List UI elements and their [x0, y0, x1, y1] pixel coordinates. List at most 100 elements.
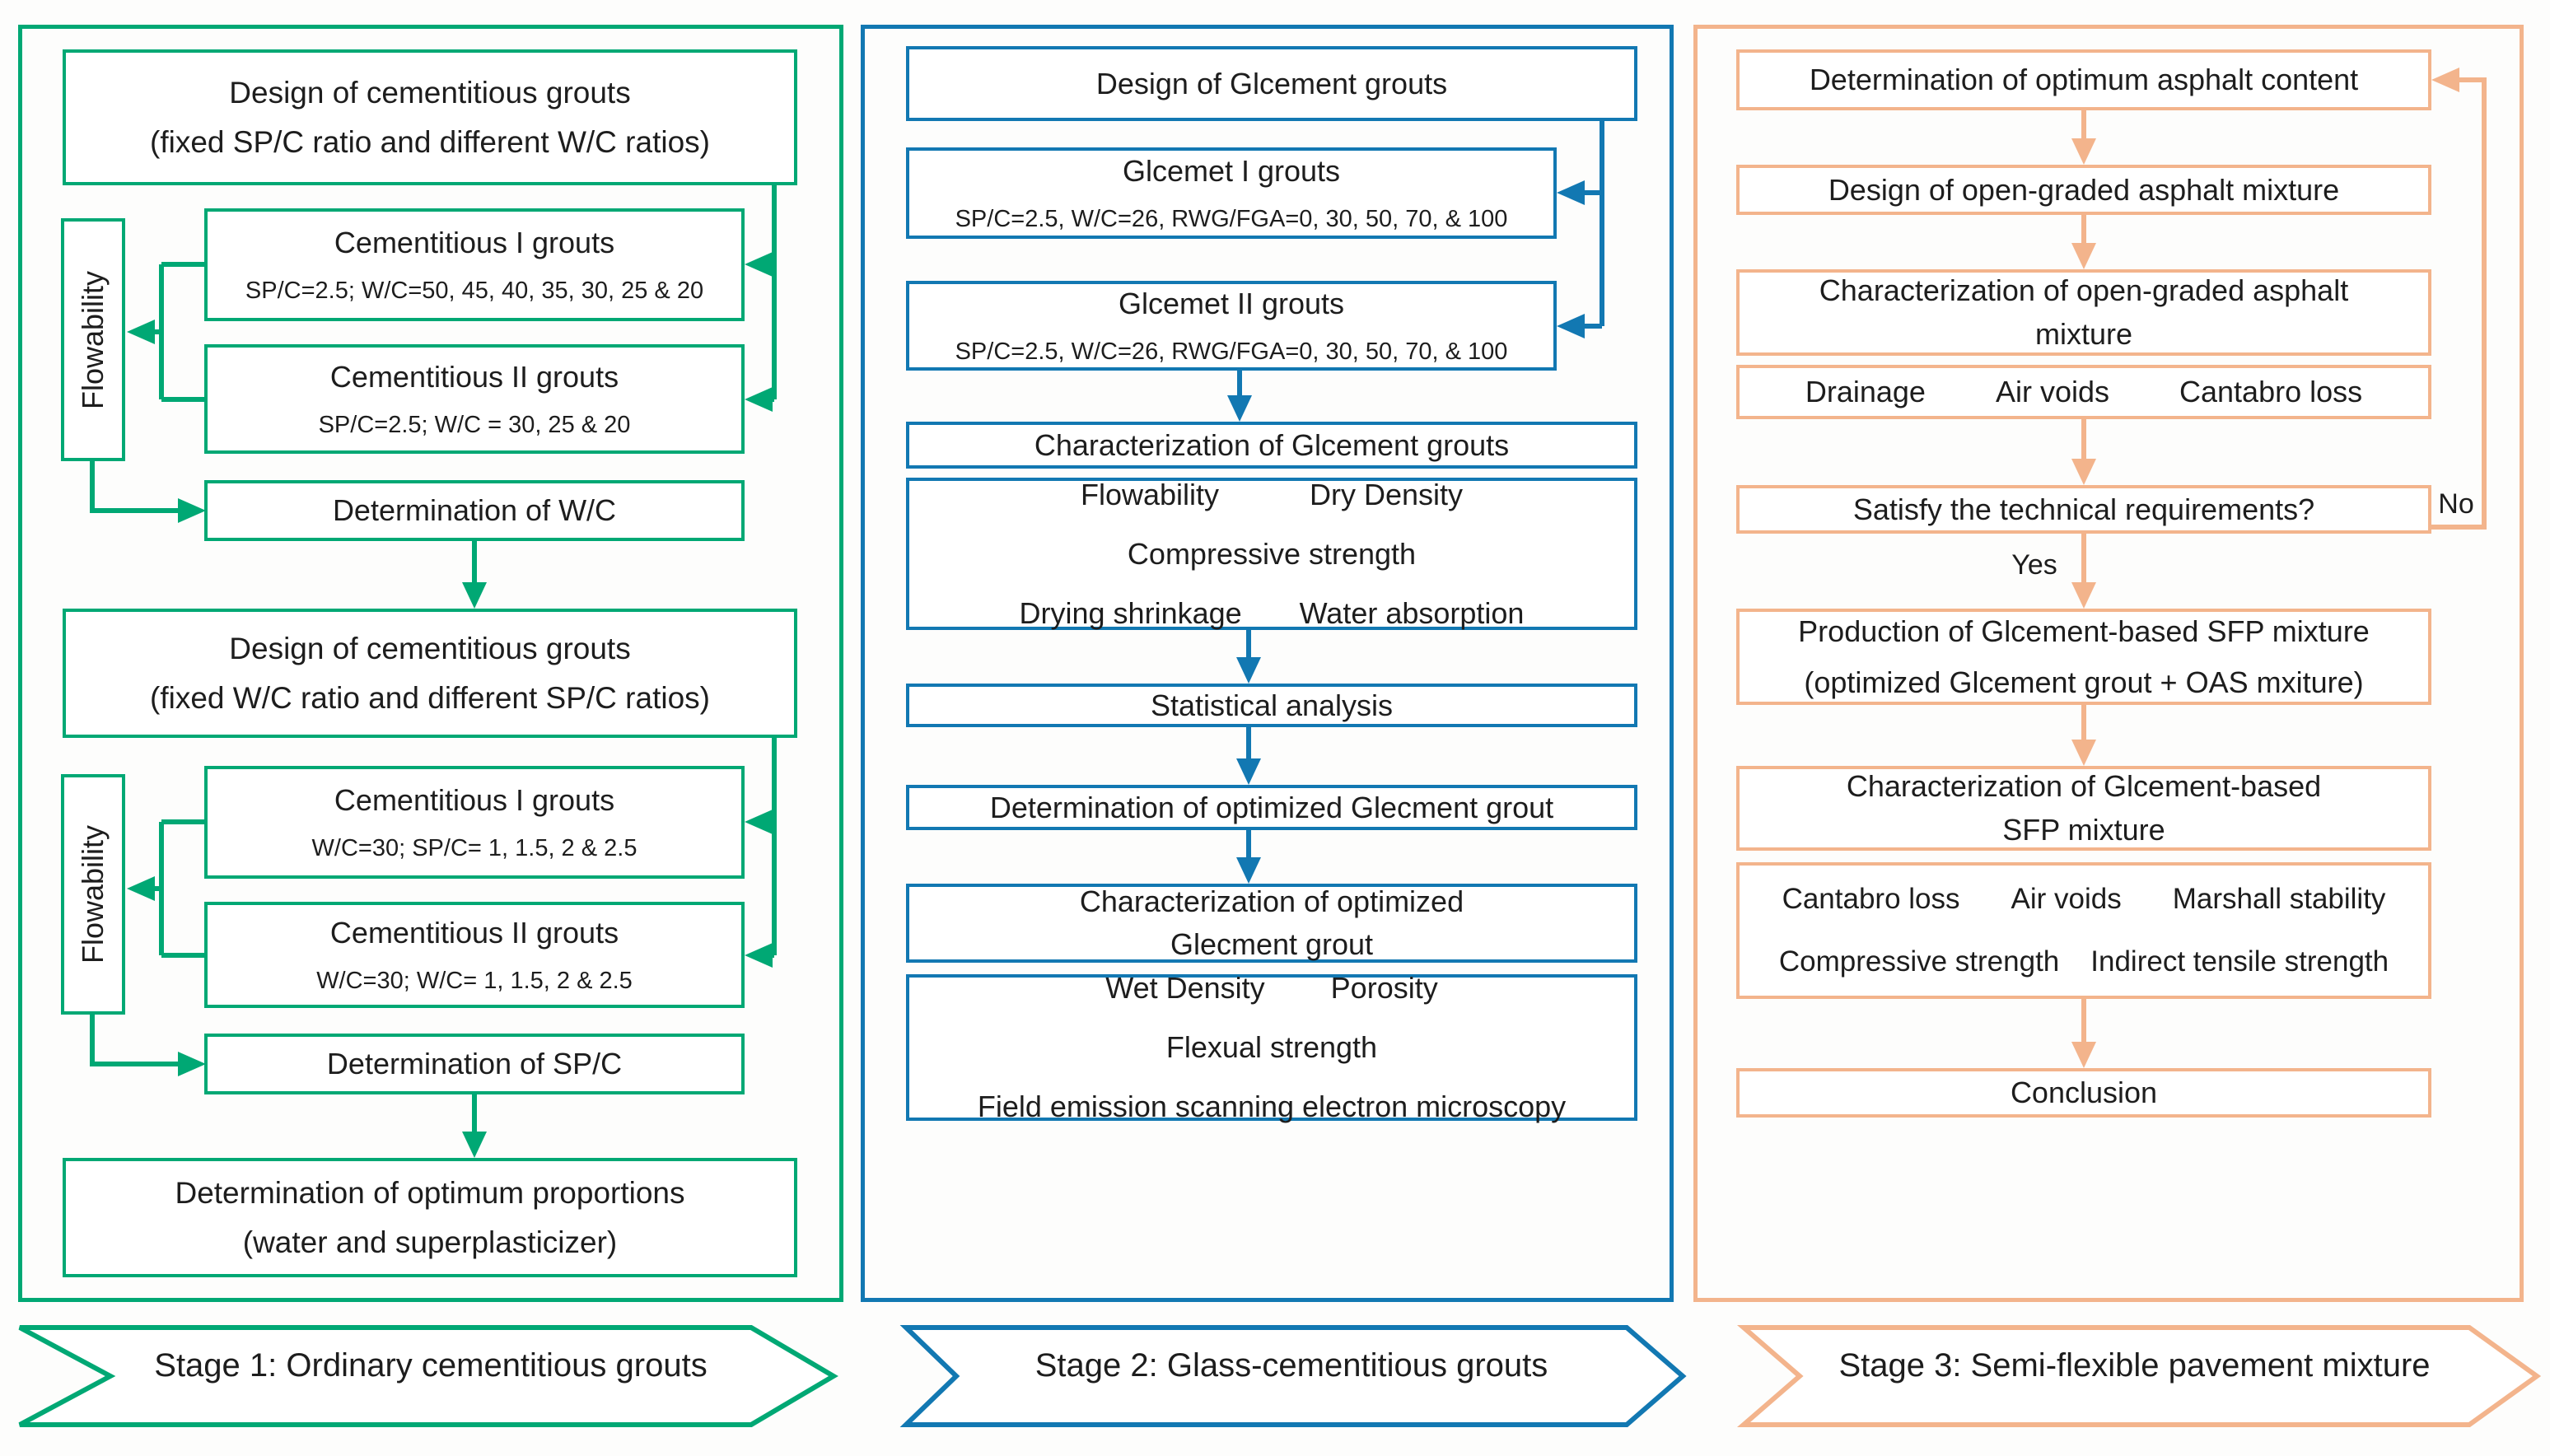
stage3-test-cantabro2: Cantabro loss: [1782, 882, 1960, 915]
stage2-glcemet2-box: Glcemet II grouts SP/C=2.5, W/C=26, RWG/…: [906, 281, 1557, 371]
stage1-determination-wc-box: Determination of W/C: [204, 480, 745, 541]
stage3-char-og-line2: mixture: [2034, 316, 2133, 351]
stage1-flowability1-box: Flowability: [61, 218, 125, 461]
stage3-determination-asphalt-box: Determination of optimum asphalt content: [1736, 49, 2431, 110]
stage2-glcemet1-box: Glcemet I grouts SP/C=2.5, W/C=26, RWG/F…: [906, 147, 1557, 239]
stage3-tests2-box: Cantabro loss Air voids Marshall stabili…: [1736, 862, 2431, 999]
no-branch-label: No: [2438, 488, 2474, 520]
stage1-design-mid-line2: (fixed W/C ratio and different SP/C rati…: [150, 680, 710, 715]
no-feedback-line: [2431, 77, 2487, 530]
stage3-conclusion-label: Conclusion: [2010, 1076, 2158, 1109]
stage2-test-absorption: Water absorption: [1299, 595, 1525, 630]
stage1-banner-label: Stage 1: Ordinary cementitious grouts: [154, 1347, 708, 1384]
stage1-cementitious2b-sub: W/C=30; W/C= 1, 1.5, 2 & 2.5: [316, 967, 633, 994]
stage2-characterization-label: Characterization of Glcement grouts: [1034, 427, 1510, 462]
stage3-char-sfp-line1: Characterization of Glcement-based: [1846, 769, 2322, 804]
stage3-satisfy-box: Satisfy the technical requirements?: [1736, 485, 2431, 534]
stage3-test-cantabro: Cantabro loss: [2179, 375, 2363, 408]
stage2-glcemet1-title: Glcemet I grouts: [1122, 153, 1341, 188]
stage3-test-marshall: Marshall stability: [2172, 882, 2386, 915]
stage1-cementitious1b-sub: W/C=30; SP/C= 1, 1.5, 2 & 2.5: [311, 834, 638, 861]
stage1-connectors: [90, 185, 777, 1158]
stage1-design-mid-line1: Design of cementitious grouts: [229, 631, 631, 665]
stage1-flowability2-box: Flowability: [61, 774, 125, 1015]
stage3-characterization-og-box: Characterization of open-graded asphalt …: [1736, 269, 2431, 356]
stage2-char-opt-line2: Glecment grout: [1170, 927, 1374, 961]
stage2-tests1-row1: Flowability Dry Density: [1081, 473, 1463, 517]
stage1-determination-wc-label: Determination of W/C: [332, 493, 617, 527]
stage3-banner-shape: [1736, 1325, 2542, 1427]
stage2-tests1-row3: Drying shrinkage Water absorption: [1020, 591, 1525, 636]
stage1-design-mid-box: Design of cementitious grouts (fixed W/C…: [63, 609, 797, 738]
stage2-design-box: Design of Glcement grouts: [906, 46, 1637, 121]
stage2-test-flowability: Flowability: [1080, 477, 1219, 511]
stage3-conclusion-box: Conclusion: [1736, 1068, 2431, 1118]
stage2-outer-frame: [861, 25, 1674, 1302]
stage3-tests2-row1: Cantabro loss Air voids Marshall stabili…: [1782, 878, 2386, 922]
stage3-production-line1: Production of Glcement-based SFP mixture: [1798, 614, 2370, 649]
stage2-test-wet-density: Wet Density: [1105, 971, 1265, 1005]
stage3-test-air-voids: Air voids: [1995, 375, 2109, 408]
stage1-cementitious2b-title: Cementitious II grouts: [329, 915, 619, 950]
stage-banners: [18, 1325, 2542, 1427]
stage1-design-top-line1: Design of cementitious grouts: [229, 75, 631, 110]
stage2-glcemet2-sub: SP/C=2.5, W/C=26, RWG/FGA=0, 30, 50, 70,…: [955, 338, 1508, 365]
stage1-design-top-box: Design of cementitious grouts (fixed SP/…: [63, 49, 797, 185]
stage1-cementitious2a-box: Cementitious II grouts SP/C=2.5; W/C = 3…: [204, 344, 745, 454]
stage1-cementitious1a-sub: SP/C=2.5; W/C=50, 45, 40, 35, 30, 25 & 2…: [245, 277, 704, 304]
stage1-cementitious1a-box: Cementitious I grouts SP/C=2.5; W/C=50, …: [204, 208, 745, 321]
stage3-char-sfp-line2: SFP mixture: [2002, 812, 2165, 847]
stage3-test-drainage: Drainage: [1805, 375, 1926, 408]
stage3-test-compressive: Compressive strength: [1778, 945, 2060, 978]
stage2-tests2-row3: Field emission scanning electron microsc…: [978, 1085, 1566, 1129]
stage2-test-compressive: Compressive strength: [1127, 536, 1417, 571]
stage2-banner-label: Stage 2: Glass-cementitious grouts: [1034, 1347, 1548, 1384]
stage3-design-box: Design of open-graded asphalt mixture: [1736, 165, 2431, 215]
stage2-glcemet2-title: Glcemet II grouts: [1118, 286, 1345, 320]
stage2-tests2-box: Wet Density Porosity Flexual strength Fi…: [906, 971, 1637, 1123]
stage3-tests2-row2: Compressive strength Indirect tensile st…: [1779, 940, 2389, 984]
stage2-test-fesem: Field emission scanning electron microsc…: [977, 1090, 1567, 1123]
stage3-tests1-box: Drainage Air voids Cantabro loss: [1736, 365, 2431, 419]
stage1-cementitious1b-box: Cementitious I grouts W/C=30; SP/C= 1, 1…: [204, 766, 745, 879]
stage1-cementitious2a-title: Cementitious II grouts: [329, 359, 619, 394]
stage2-statistical-box: Statistical analysis: [906, 684, 1637, 727]
stage1-flowability1-label: Flowability: [76, 270, 110, 409]
stage3-banner-label: Stage 3: Semi-flexible pavement mixture: [1838, 1347, 2431, 1384]
stage3-production-box: Production of Glcement-based SFP mixture…: [1736, 609, 2431, 705]
stage2-tests2-row2: Flexual strength: [1166, 1025, 1377, 1070]
stage2-test-porosity: Porosity: [1330, 971, 1438, 1005]
stage2-tests2-row1: Wet Density Porosity: [1105, 966, 1437, 1010]
stage3-production-line2: (optimized Glcement grout + OAS mxiture): [1804, 665, 2364, 699]
stage1-determination-spc-box: Determination of SP/C: [204, 1034, 745, 1094]
yes-branch-label: Yes: [2011, 549, 2057, 581]
stage2-test-shrinkage: Drying shrinkage: [1019, 595, 1242, 630]
stage1-cementitious2b-box: Cementitious II grouts W/C=30; W/C= 1, 1…: [204, 902, 745, 1008]
stage1-cementitious1b-title: Cementitious I grouts: [334, 782, 615, 817]
stage1-outer-frame: [18, 25, 843, 1302]
stage2-tests1-row2: Compressive strength: [1128, 532, 1416, 576]
stage1-banner-shape: [18, 1325, 838, 1427]
stage2-determination-optimized-label: Determination of optimized Glecment grou…: [989, 790, 1554, 824]
stage2-test-dry-density: Dry Density: [1310, 477, 1464, 511]
stage2-connectors: [1227, 121, 1604, 884]
stage2-statistical-label: Statistical analysis: [1150, 688, 1394, 722]
stage2-determination-optimized-box: Determination of optimized Glecment grou…: [906, 785, 1637, 830]
stage2-characterization-optimized-box: Characterization of optimized Glecment g…: [906, 884, 1637, 963]
stage1-cementitious1a-title: Cementitious I grouts: [334, 225, 615, 259]
stage3-test-air-voids2: Air voids: [2011, 882, 2122, 915]
stage3-design-label: Design of open-graded asphalt mixture: [1828, 172, 2340, 207]
stage2-banner-shape: [899, 1325, 1687, 1427]
stage1-flowability2-label: Flowability: [76, 824, 110, 964]
stage3-char-og-line1: Characterization of open-graded asphalt: [1819, 273, 2349, 308]
stage3-connectors: [2071, 68, 2487, 1068]
stage1-optimum-line1: Determination of optimum proportions: [175, 1175, 685, 1210]
stage1-design-top-line2: (fixed SP/C ratio and different W/C rati…: [150, 124, 710, 159]
stage1-cementitious2a-sub: SP/C=2.5; W/C = 30, 25 & 20: [318, 411, 631, 438]
stage3-satisfy-label: Satisfy the technical requirements?: [1852, 492, 2315, 526]
stage3-determination-asphalt-label: Determination of optimum asphalt content: [1809, 63, 2359, 96]
stage3-tests1-row: Drainage Air voids Cantabro loss: [1805, 370, 2362, 414]
stage2-design-label: Design of Glcement grouts: [1095, 66, 1448, 100]
stage1-optimum-line2: (water and superplasticizer): [242, 1225, 618, 1259]
